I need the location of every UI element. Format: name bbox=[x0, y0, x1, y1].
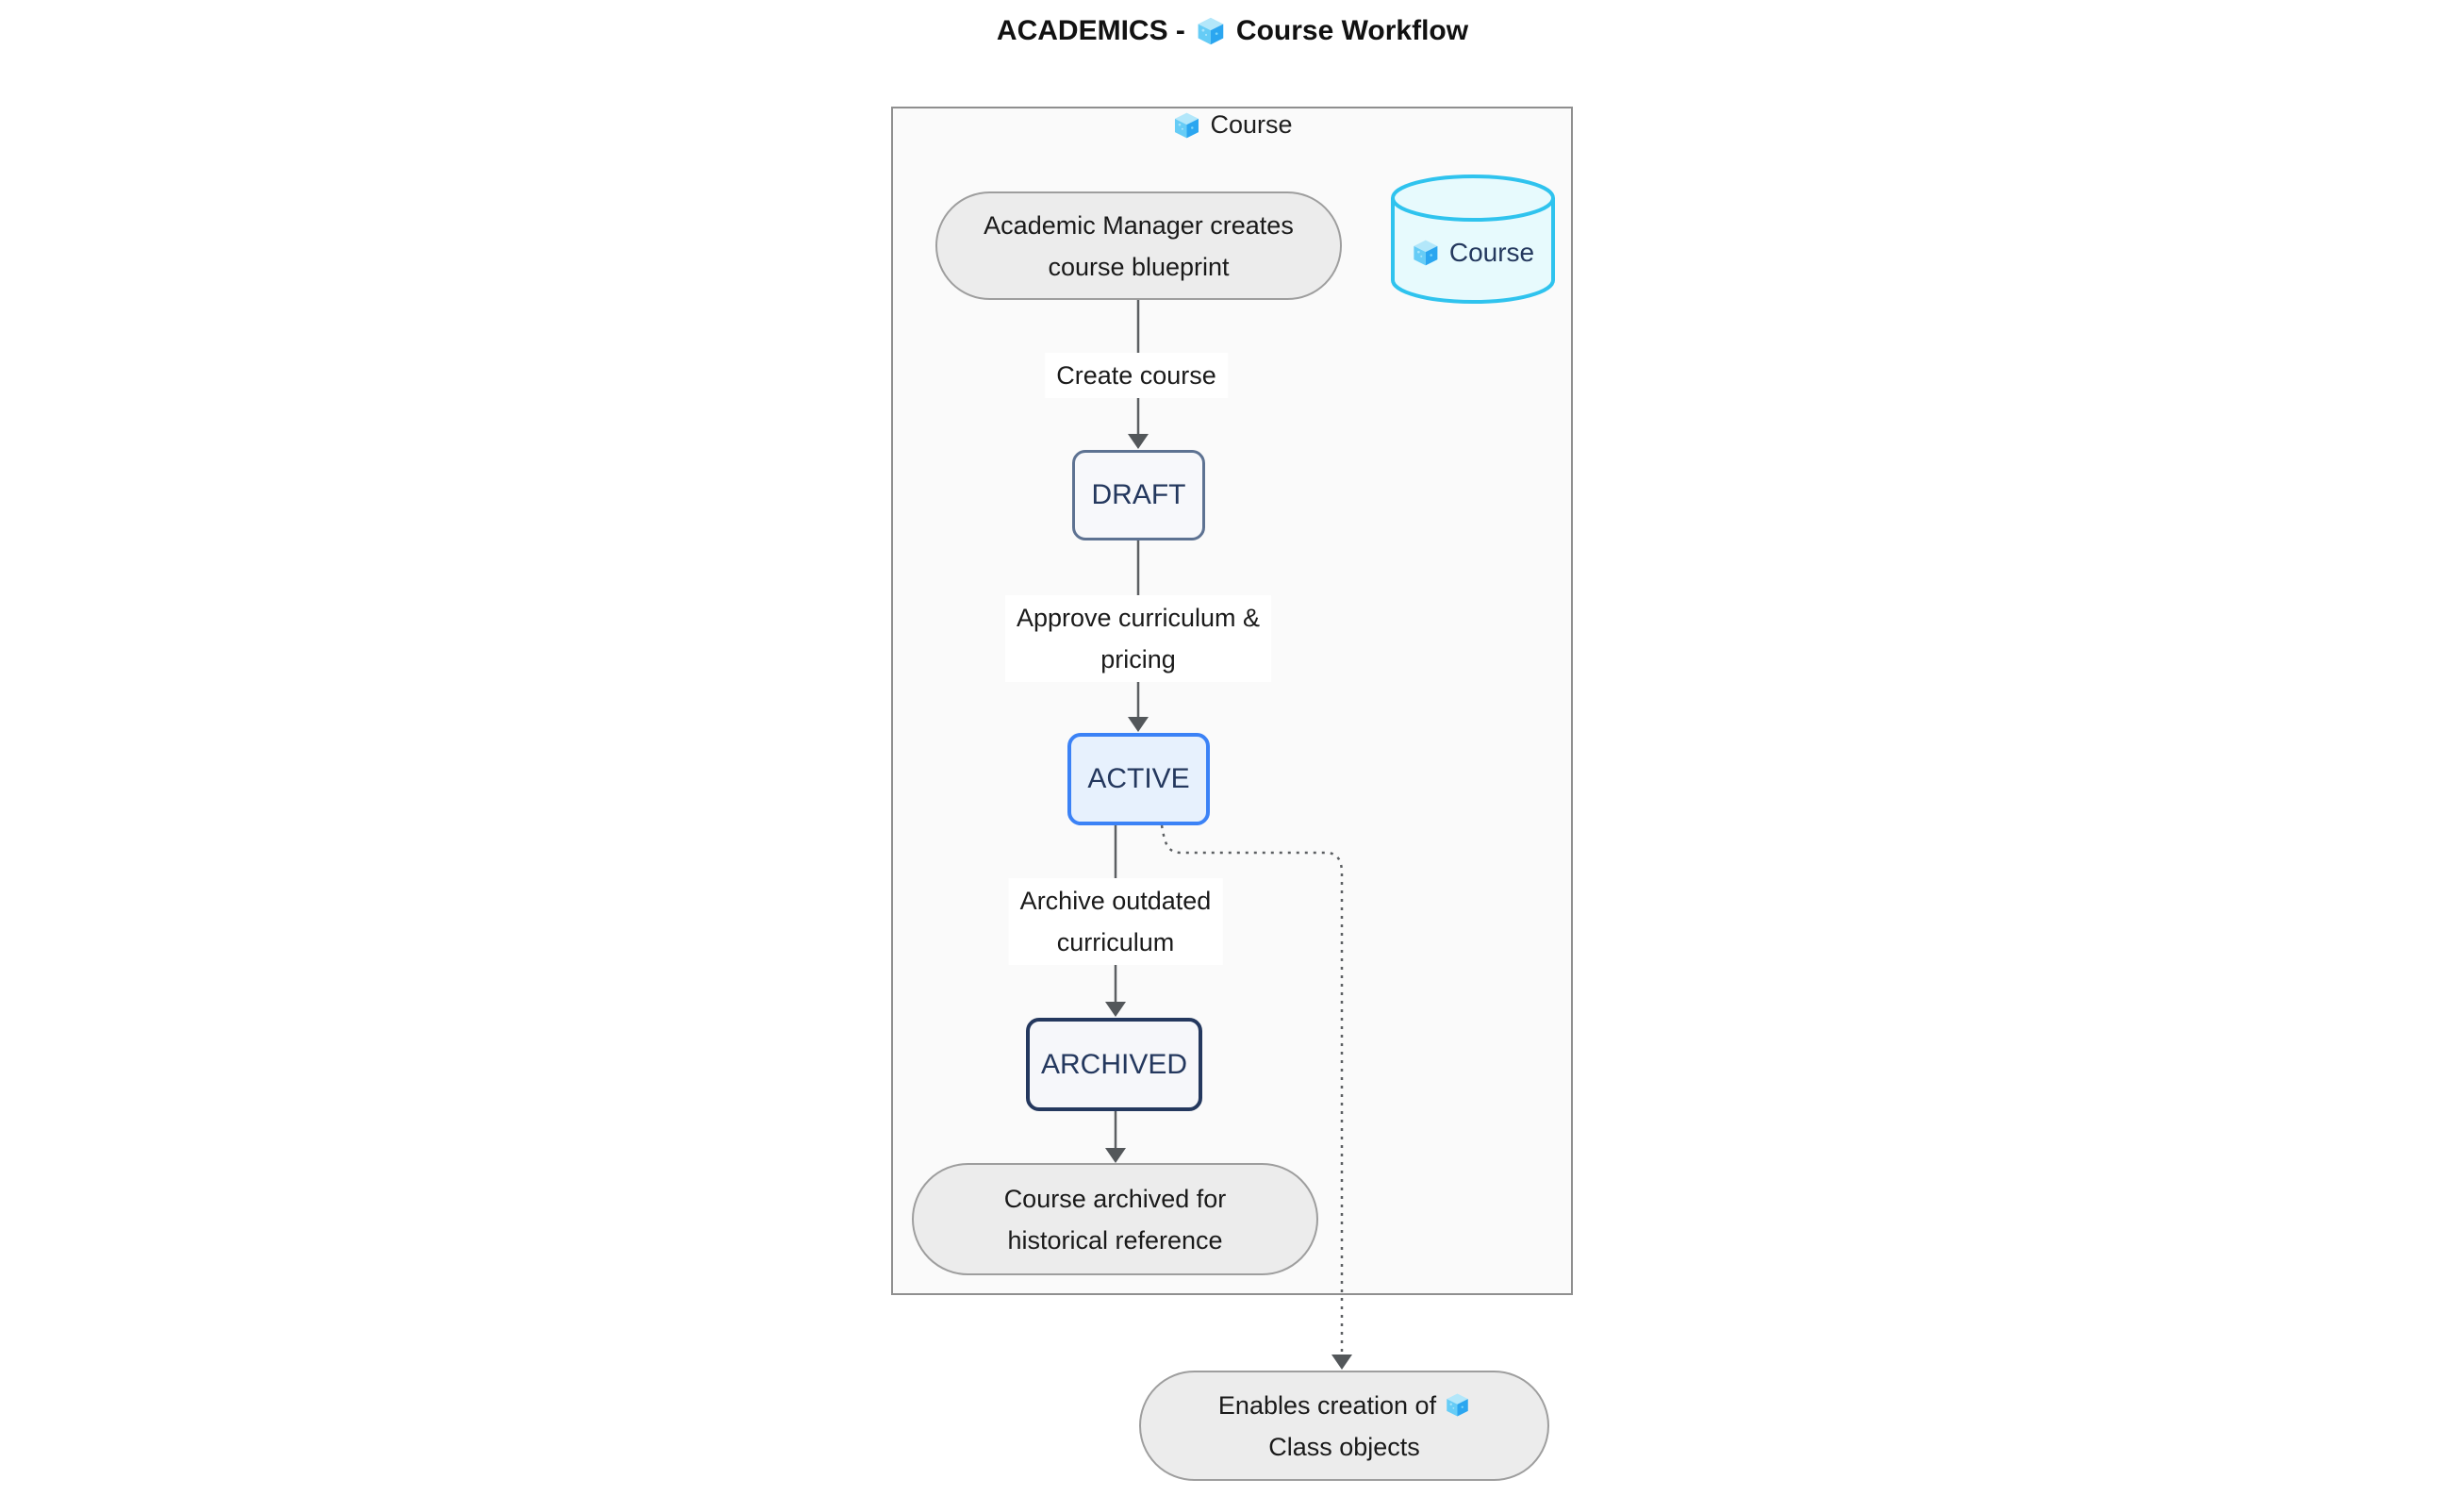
diagram-title-prefix: ACADEMICS - bbox=[996, 15, 1185, 46]
node-start-line2: course blueprint bbox=[1048, 252, 1230, 281]
diagram-title: ACADEMICS - Course Workflow bbox=[997, 15, 1468, 47]
node-state-active: ACTIVE bbox=[1067, 733, 1210, 825]
edge-label-archive-line1: Archive outdated bbox=[1019, 887, 1212, 915]
edge-label-create-course: Create course bbox=[1045, 353, 1228, 398]
node-end-line1: Course archived for bbox=[1003, 1184, 1227, 1213]
edge-label-archive-line2: curriculum bbox=[1056, 928, 1175, 956]
edge-label-approve-line1: Approve curriculum & bbox=[1016, 604, 1261, 632]
cube-icon bbox=[1172, 111, 1200, 140]
course-datastore-cylinder bbox=[1391, 175, 1555, 304]
datastore-label-text: Course bbox=[1448, 238, 1535, 267]
node-end-line2: historical reference bbox=[1007, 1225, 1223, 1255]
cube-icon bbox=[1412, 239, 1440, 267]
cube-icon bbox=[1445, 1392, 1470, 1418]
node-state-active-label: ACTIVE bbox=[1087, 763, 1190, 794]
edge-label-approve: Approve curriculum & pricing bbox=[1004, 595, 1272, 682]
node-start-line1: Academic Manager creates bbox=[984, 210, 1294, 240]
subgraph-label-text: Course bbox=[1210, 110, 1293, 139]
node-enables-line1: Enables creation of bbox=[1217, 1390, 1437, 1420]
subgraph-label: Course bbox=[1172, 110, 1293, 140]
edge-label-approve-line2: pricing bbox=[1100, 645, 1176, 673]
node-end: Course archived for historical reference bbox=[912, 1163, 1318, 1275]
node-state-archived-label: ARCHIVED bbox=[1040, 1048, 1188, 1080]
node-state-draft: DRAFT bbox=[1072, 450, 1205, 540]
diagram-title-suffix: Course Workflow bbox=[1235, 15, 1469, 46]
node-enables-line2: Class objects bbox=[1268, 1432, 1420, 1461]
edge-label-create-course-text: Create course bbox=[1056, 361, 1216, 390]
node-state-draft-label: DRAFT bbox=[1091, 479, 1186, 510]
node-state-archived: ARCHIVED bbox=[1026, 1018, 1202, 1111]
edge-label-archive: Archive outdated curriculum bbox=[1008, 878, 1223, 965]
arrowhead-enables bbox=[1331, 1355, 1352, 1370]
datastore-label: Course bbox=[1412, 238, 1534, 268]
node-start: Academic Manager creates course blueprin… bbox=[935, 191, 1342, 300]
node-enables-class-creation: Enables creation of Class objects bbox=[1139, 1371, 1549, 1481]
cube-icon bbox=[1196, 16, 1226, 46]
